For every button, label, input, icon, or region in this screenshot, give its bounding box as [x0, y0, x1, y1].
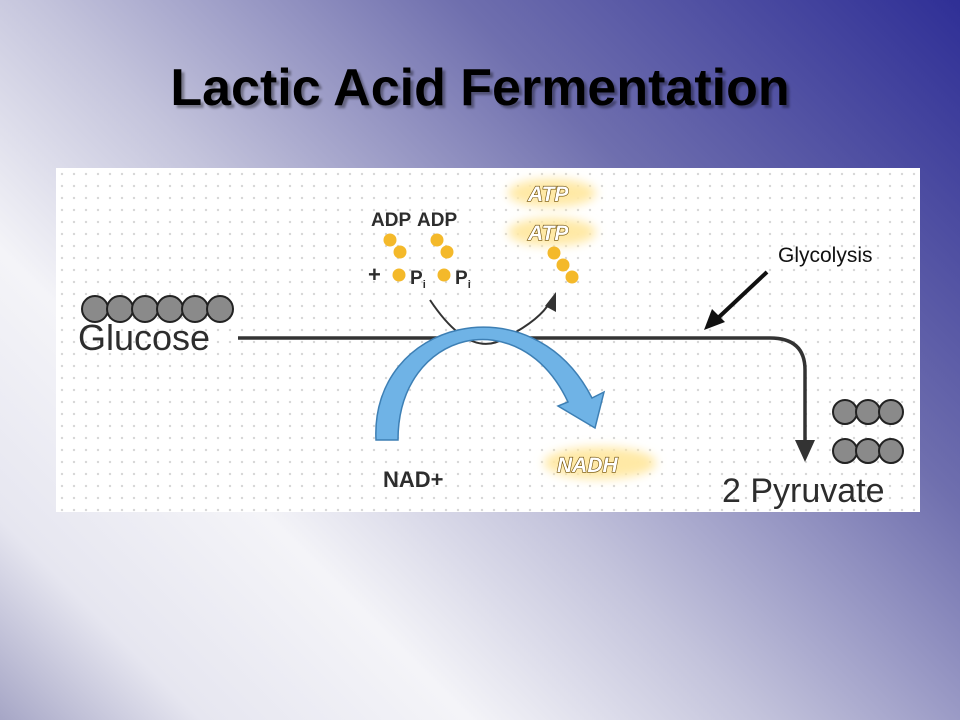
nadh-glow — [544, 447, 656, 479]
phosphate-bead — [393, 245, 407, 259]
atp-phosphate-tail — [547, 246, 579, 284]
glycolysis-pointer-head — [704, 309, 725, 330]
pathway-arrowhead — [795, 440, 815, 462]
atp-arc-arrowhead — [545, 292, 556, 312]
slide-title: Lactic Acid Fermentation — [170, 59, 790, 117]
pyruvate-carbon — [832, 399, 858, 425]
pyruvate-carbon — [855, 438, 881, 464]
atp-label-2: ATP — [527, 222, 569, 245]
atp-glow-2 — [508, 218, 596, 246]
pi-label-2: Pi — [455, 268, 471, 291]
phosphate-bead — [547, 246, 561, 260]
adp-label-2: ADP — [417, 210, 457, 231]
pi-bead-1 — [392, 268, 406, 282]
nadh-label: NADH — [557, 454, 618, 477]
glucose-label: Glucose — [78, 317, 210, 358]
pyruvate-carbon — [832, 438, 858, 464]
phosphate-bead — [430, 233, 444, 247]
adp-label-1: ADP — [371, 210, 411, 231]
phosphate-bead — [383, 233, 397, 247]
glucose-carbon — [206, 295, 234, 323]
glycolysis-pointer-line — [716, 270, 769, 320]
plus-sign: + — [368, 262, 381, 287]
pyruvate-carbon — [878, 399, 904, 425]
phosphate-bead — [565, 270, 579, 284]
phosphate-bead — [440, 245, 454, 259]
pi-bead-2 — [437, 268, 451, 282]
nad-arrow — [375, 326, 606, 441]
pi-label-1: Pi — [410, 268, 426, 291]
adp-phosphates — [383, 233, 454, 259]
pyruvate-carbons — [832, 399, 904, 464]
pyruvate-carbon — [855, 399, 881, 425]
pyruvate-label: 2 Pyruvate — [722, 472, 885, 510]
glucose-carbon-chain — [81, 295, 234, 323]
glycolysis-label: Glycolysis — [778, 244, 873, 267]
atp-glow-1 — [508, 179, 596, 207]
glycolysis-pathway-line — [238, 336, 807, 440]
atp-label-1: ATP — [527, 183, 569, 206]
nad-label: NAD+ — [383, 467, 444, 492]
pyruvate-carbon — [878, 438, 904, 464]
phosphate-bead — [556, 258, 570, 272]
